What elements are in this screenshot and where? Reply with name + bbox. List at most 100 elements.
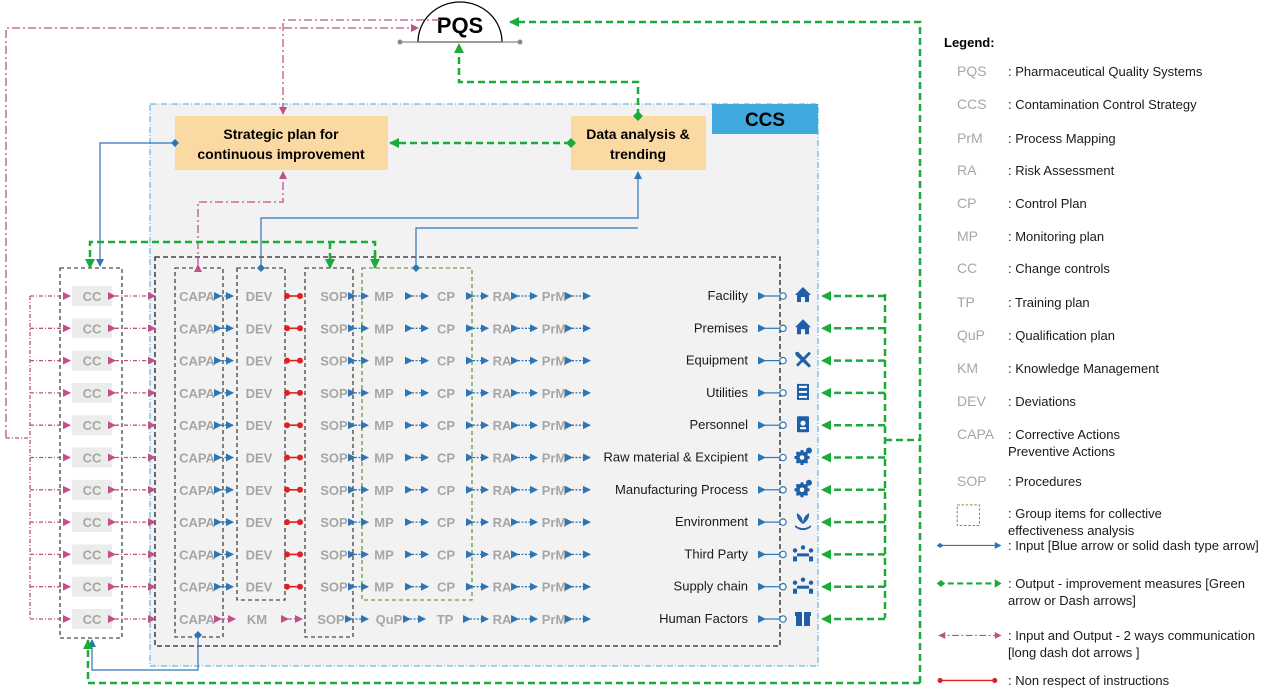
cp-label: CP (437, 547, 455, 562)
row-label: Third Party (684, 546, 748, 561)
cp-label: CP (437, 354, 455, 369)
legend-item: TP: Training plan (945, 290, 1280, 320)
cc-to-pqs-arrow (5, 24, 419, 438)
legend-item: QuP: Qualification plan (945, 323, 1280, 353)
gear-tooth (800, 462, 804, 465)
red-dot (297, 389, 303, 396)
cc-box (72, 544, 112, 565)
legend-abbr: CP (957, 195, 977, 211)
pqs-dome (417, 1, 503, 43)
red-dot (297, 454, 303, 461)
prm-label: PrM (542, 547, 567, 562)
building-window (799, 395, 807, 398)
legend-symbol (937, 677, 998, 683)
strategic-plan-line2: continuous improvement (197, 146, 365, 162)
ra-label: RA (493, 515, 512, 530)
cp-label: CP (437, 483, 455, 498)
capa-label: CAPA (179, 547, 215, 562)
dev-sop-link (284, 583, 303, 590)
gear-hole (799, 487, 805, 493)
row-input-circle (779, 324, 787, 333)
building-window (799, 385, 807, 388)
legend-desc: : Output - improvement measures [Green a… (1008, 576, 1245, 608)
prm-label: PrM (542, 289, 567, 304)
row-input-circle (779, 356, 787, 365)
data-analysis-box (571, 116, 706, 170)
red-dot (284, 422, 290, 429)
dev-label: DEV (246, 547, 273, 562)
mp-label: MP (374, 547, 394, 562)
cp-label: CP (437, 580, 455, 595)
dev-label: DEV (246, 354, 273, 369)
legend-desc: : Change controls (1008, 261, 1110, 276)
legend-symbol (938, 632, 1002, 639)
person-body (809, 556, 813, 562)
prm-label: PrM (542, 354, 567, 369)
mp-label: MP (374, 354, 394, 369)
person-head (792, 548, 798, 553)
ccs-diagram: CCS PQS Strategic plan for continuous im… (5, 1, 922, 685)
row-label: Human Factors (659, 611, 748, 626)
qup-label: QuP (376, 612, 403, 627)
mp-label: MP (374, 580, 394, 595)
red-dot (284, 551, 290, 558)
legend-item: PQS: Pharmaceutical Quality Systems (945, 59, 1280, 89)
cc-label: CC (83, 354, 102, 369)
red-dot (297, 325, 303, 332)
sop-label: SOP (320, 451, 348, 466)
legend-abbr: SOP (957, 473, 987, 489)
legend-symbol (956, 504, 980, 526)
capa-label: CAPA (179, 580, 215, 595)
row-label: Environment (675, 514, 748, 529)
prm-label: PrM (542, 418, 567, 433)
mp-label: MP (374, 418, 394, 433)
gear-tooth (804, 492, 808, 496)
dev-sop-link (284, 389, 303, 396)
gear-tooth (800, 494, 804, 498)
legend-item: : Input [Blue arrow or solid dash type a… (936, 533, 1280, 563)
dev-label: DEV (246, 580, 273, 595)
red-dot (297, 293, 303, 299)
legend-abbr: RA (957, 162, 977, 178)
gear-small (806, 479, 812, 486)
legend-desc: : Group items for collective effectivene… (1008, 506, 1162, 538)
legend-title: Legend: (944, 35, 995, 50)
ra-label: RA (493, 612, 512, 627)
capa-label: CAPA (179, 321, 215, 336)
legend-desc: : Input and Output - 2 ways communicatio… (1008, 628, 1256, 660)
legend-desc: : Non respect of instructions (1008, 673, 1170, 688)
red-dot (284, 325, 290, 332)
gear-tooth (796, 451, 800, 455)
pqs-title: PQS (437, 13, 483, 38)
cp-label: CP (437, 515, 455, 530)
legend-item: SOP: Procedures (945, 469, 1280, 499)
person-head (792, 580, 798, 585)
cp-label: CP (437, 321, 455, 336)
capa-to-cc-arrow (88, 631, 202, 671)
gear-tooth (804, 484, 808, 488)
row-input-circle (779, 421, 787, 430)
cc-box (72, 286, 112, 306)
row-input-circle (779, 485, 787, 494)
mp-label: MP (374, 386, 394, 401)
cc-label: CC (83, 547, 102, 562)
tools-icon (795, 351, 811, 368)
gear-tooth (806, 488, 810, 492)
legend-desc: : Deviations (1008, 394, 1076, 409)
legend-item: CAPA: Corrective Actions Preventive Acti… (945, 422, 1280, 459)
cc-label: CC (83, 451, 102, 466)
dev-sop-link (284, 357, 303, 364)
capa-label: CAPA (179, 386, 215, 401)
row-label: Equipment (686, 353, 749, 368)
sop-label: SOP (320, 418, 348, 433)
sop-label: SOP (320, 515, 348, 530)
dev-sop-link (284, 422, 303, 429)
capa-label: CAPA (179, 451, 215, 466)
cc-label: CC (83, 483, 102, 498)
legend-item: : Input and Output - 2 ways communicatio… (938, 623, 1280, 660)
strategic-plan-line1: Strategic plan for (223, 126, 339, 142)
gears-icon (794, 479, 812, 498)
dev-label: DEV (246, 321, 273, 336)
cc-box (72, 512, 112, 533)
row-label: Personnel (689, 417, 748, 432)
